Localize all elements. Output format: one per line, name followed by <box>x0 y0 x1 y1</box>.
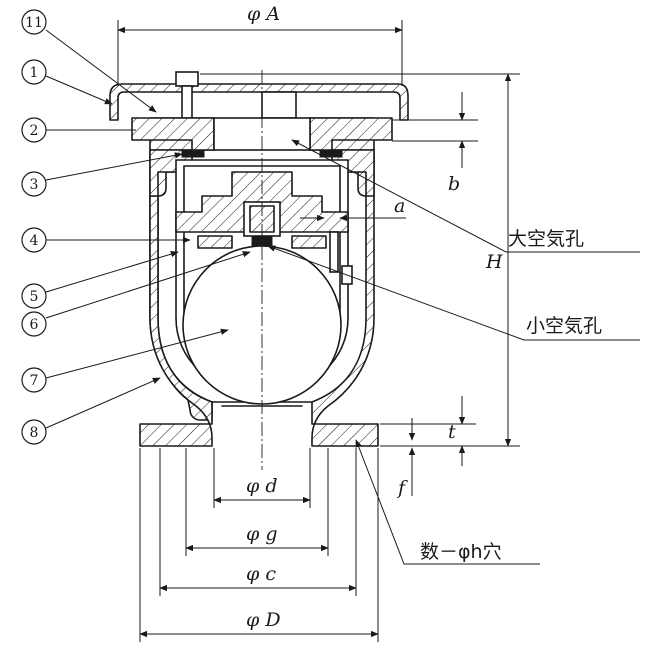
part-number-3: 3 <box>21 152 183 197</box>
dimension-phi-c: φ c <box>159 448 357 596</box>
label-a: a <box>394 195 405 217</box>
label-phi-g: φ g <box>246 523 278 545</box>
dimension-phi-g: φ g <box>185 448 329 556</box>
label-t: t <box>448 421 456 443</box>
part-number-7: 7 <box>21 328 229 393</box>
vent-block-pad-left <box>197 235 233 249</box>
label-bolt-holes: 数－φh穴 <box>420 541 502 563</box>
label-phi-c: φ c <box>246 563 276 585</box>
part-number-1-text: 1 <box>30 65 39 81</box>
cover-bolt-head <box>175 71 199 87</box>
dimension-phi-d: φ d <box>213 448 311 508</box>
part-number-6-text: 6 <box>30 317 39 333</box>
dimension-t: t <box>380 396 476 466</box>
label-small-vent: 小空気孔 <box>526 315 602 337</box>
dimension-phi-D: φ D <box>139 448 379 642</box>
part-number-2: 2 <box>21 117 136 143</box>
side-lever <box>329 231 339 273</box>
label-b: b <box>448 173 460 195</box>
label-phi-d: φ d <box>246 475 278 497</box>
dimension-phi-A: φ A <box>117 3 403 86</box>
dimension-a: a <box>300 195 406 222</box>
part-number-3-text: 3 <box>30 177 39 193</box>
dimension-H: H <box>200 73 520 447</box>
part-number-5: 5 <box>21 251 179 309</box>
label-phi-A: φ A <box>247 3 280 25</box>
cover-hub <box>261 91 297 119</box>
dimension-f: f <box>396 418 416 499</box>
part-number-7-text: 7 <box>30 373 39 389</box>
part-number-8: 8 <box>21 377 161 445</box>
vent-block-pad-right <box>291 235 327 249</box>
part-number-4: 4 <box>21 227 191 253</box>
part-number-5-text: 5 <box>30 289 39 305</box>
seal-left <box>181 149 205 158</box>
cover-bolt-shank <box>181 85 193 119</box>
part-number-1: 1 <box>21 59 113 105</box>
part-number-6: 6 <box>21 251 251 337</box>
label-f: f <box>396 477 408 499</box>
dimension-b: b <box>392 92 478 195</box>
cover-shell <box>109 83 409 121</box>
part-number-2-text: 2 <box>30 123 39 139</box>
label-large-vent: 大空気孔 <box>508 228 584 250</box>
callout-large-vent: 大空気孔 <box>291 139 640 253</box>
seal-right <box>319 149 343 158</box>
label-H: H <box>485 251 503 273</box>
part-number-4-text: 4 <box>30 233 39 249</box>
callout-bolt-holes: 数－φh穴 <box>355 439 540 565</box>
part-number-8-text: 8 <box>30 425 39 441</box>
part-number-11: 11 <box>21 9 157 113</box>
label-phi-D: φ D <box>246 609 281 631</box>
cover <box>109 71 409 121</box>
callout-small-vent: 小空気孔 <box>267 245 640 341</box>
part-number-11-text: 11 <box>25 15 43 31</box>
